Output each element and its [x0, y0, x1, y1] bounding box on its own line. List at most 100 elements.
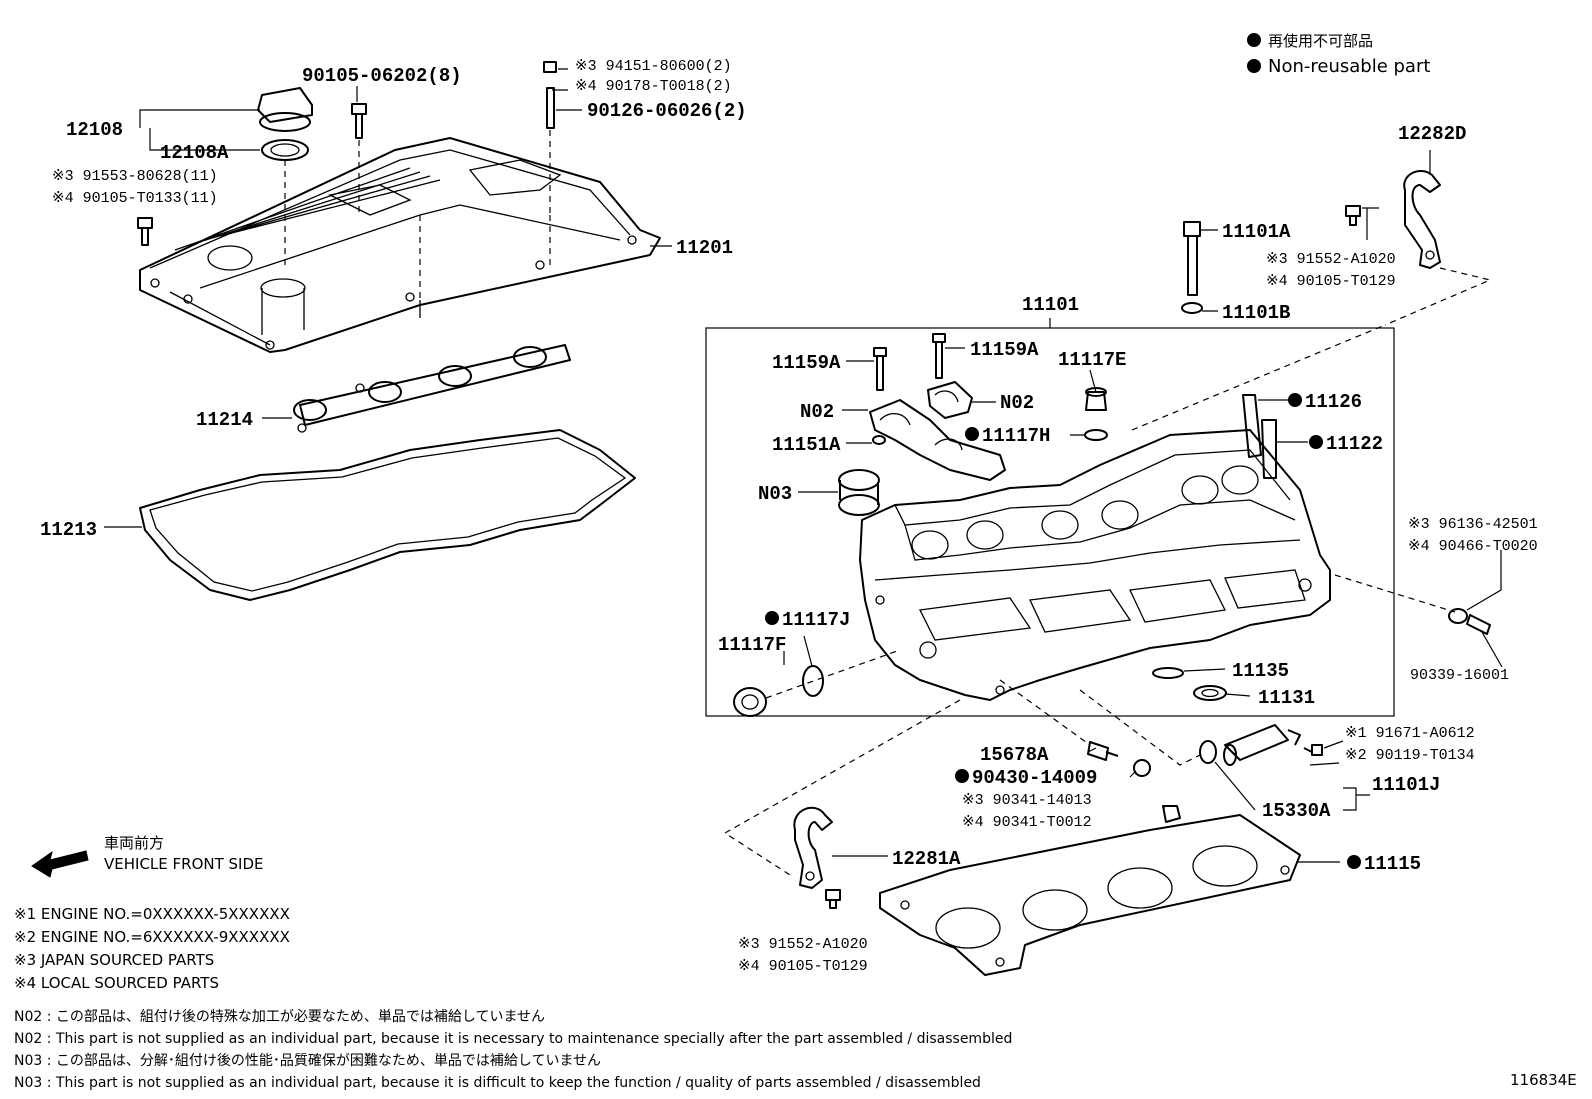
- non-reusable-dot-icon: [1288, 393, 1302, 407]
- seal-11135: [1152, 667, 1184, 679]
- head-cover-gasket-11213: [139, 429, 636, 601]
- label-11117F: 11117F: [718, 634, 786, 656]
- footnote-n03-en: N03 : This part is not supplied as an in…: [14, 1075, 981, 1091]
- part-labels: 90105-06202(8) ※3 94151-80600(2) ※4 9017…: [40, 58, 1538, 975]
- valve-lifter-N03: [838, 469, 880, 516]
- plug-tube-gasket-11214: [293, 344, 571, 433]
- hanger-bolt-91552-bottom: [825, 889, 841, 909]
- engine-hanger-12281A: [793, 806, 833, 889]
- footnote-n03-jp: N03 : この部品は、分解･組付け後の性能･品質確保が困難なため、単品では補給…: [14, 1053, 601, 1069]
- label-90339-16001: 90339-16001: [1410, 667, 1509, 684]
- label-N02-left: N02: [800, 401, 834, 423]
- cap-bolt-11159A-right: [932, 333, 946, 379]
- label-11151A: 11151A: [772, 434, 841, 456]
- label-90105-T0129-top: ※4 90105-T0129: [1266, 273, 1396, 290]
- label-11117J: 11117J: [782, 609, 850, 631]
- ocv-bolt-91671: [1303, 744, 1323, 756]
- camshaft-bearing-cap-right: [927, 381, 973, 419]
- label-12281A: 12281A: [892, 848, 961, 870]
- non-reusable-dot-icon: [1247, 59, 1261, 73]
- label-11117E: 11117E: [1058, 349, 1126, 371]
- label-91552-A1020-bottom: ※3 91552-A1020: [738, 936, 868, 953]
- gasket-11117H: [1084, 429, 1108, 441]
- label-90126-06026: 90126-06026(2): [587, 100, 747, 122]
- plug-90339: [1466, 614, 1491, 635]
- label-90430-14009: 90430-14009: [972, 767, 1097, 789]
- label-12108: 12108: [66, 119, 123, 141]
- label-11126: 11126: [1305, 391, 1362, 413]
- label-12108A: 12108A: [160, 142, 229, 164]
- clip-96136: [1448, 608, 1468, 624]
- label-90119-T0134: ※2 90119-T0134: [1345, 747, 1475, 764]
- stud-90126: [543, 61, 557, 129]
- note-4: ※4 LOCAL SOURCED PARTS: [14, 974, 219, 992]
- label-11213: 11213: [40, 519, 97, 541]
- note-1: ※1 ENGINE NO.=0XXXXXX-5XXXXXX: [14, 905, 290, 923]
- label-90105-T0133: ※4 90105-T0133(11): [52, 190, 218, 207]
- non-reusable-dot-icon: [965, 427, 979, 441]
- label-11135: 11135: [1232, 660, 1289, 682]
- cylinder-head-gasket-11115: [879, 814, 1301, 976]
- legend-non-reusable-jp: 再使用不可部品: [1268, 32, 1373, 50]
- non-reusable-dot-icon: [1309, 435, 1323, 449]
- label-11101J: 11101J: [1372, 774, 1440, 796]
- valve-guide-11126: [1242, 394, 1262, 458]
- label-11131: 11131: [1258, 687, 1315, 709]
- footnote-n02-jp: N02 : この部品は、組付け後の特殊な加工が必要なため、単品では補給していませ…: [14, 1009, 545, 1025]
- label-90341-T0012: ※4 90341-T0012: [962, 814, 1092, 831]
- non-reusable-dot-icon: [955, 769, 969, 783]
- leader-lines: [104, 68, 1503, 863]
- gasket-90430: [1133, 759, 1151, 777]
- oil-control-valve-11101J: [1223, 724, 1301, 766]
- note-2: ※2 ENGINE NO.=6XXXXXX-9XXXXXX: [14, 928, 290, 946]
- note-3: ※3 JAPAN SOURCED PARTS: [14, 951, 214, 969]
- label-11159A-right: 11159A: [970, 339, 1039, 361]
- camshaft-bearing-cap-left: [869, 399, 1006, 481]
- oil-filler-cap-12108: [257, 87, 313, 161]
- non-reusable-dot-icon: [1347, 855, 1361, 869]
- label-11117H: 11117H: [982, 425, 1050, 447]
- cap-bolt-11159A-left: [873, 347, 887, 391]
- label-11115: 11115: [1364, 853, 1421, 875]
- label-91552-A1020-top: ※3 91552-A1020: [1266, 251, 1396, 268]
- gasket-11117J: [802, 665, 824, 697]
- label-11101A: 11101A: [1222, 221, 1291, 243]
- label-91553-80628: ※3 91553-80628(11): [52, 168, 218, 185]
- label-90466-T0020: ※4 90466-T0020: [1408, 538, 1538, 555]
- seal-11131: [1193, 685, 1227, 701]
- footnotes: N02 : この部品は、組付け後の特殊な加工が必要なため、単品では補給していませ…: [14, 1009, 1012, 1091]
- bolt-91553: [137, 217, 153, 246]
- label-15678A: 15678A: [980, 744, 1049, 766]
- vehicle-front-jp: 車両前方: [104, 834, 164, 852]
- label-N02-right: N02: [1000, 392, 1034, 414]
- hanger-bolt-91552-top: [1345, 205, 1361, 226]
- label-96136-42501: ※3 96136-42501: [1408, 516, 1538, 533]
- label-11201: 11201: [676, 237, 733, 259]
- head-bolt-11101A: [1181, 221, 1203, 314]
- label-11214: 11214: [196, 409, 253, 431]
- label-15330A: 15330A: [1262, 800, 1331, 822]
- valve-guide-11122: [1261, 419, 1277, 479]
- label-N03: N03: [758, 483, 792, 505]
- label-11101: 11101: [1022, 294, 1079, 316]
- arrow-left-icon: [31, 850, 89, 878]
- o-ring-15330A: [1199, 740, 1217, 764]
- label-12282D: 12282D: [1398, 123, 1466, 145]
- label-90105-06202: 90105-06202(8): [302, 65, 462, 87]
- vehicle-front-indicator: 車両前方 VEHICLE FRONT SIDE: [31, 834, 264, 878]
- label-11122: 11122: [1326, 433, 1383, 455]
- non-reusable-dot-icon: [765, 611, 779, 625]
- label-94151-80600: ※3 94151-80600(2): [575, 58, 732, 75]
- non-reusable-dot-icon: [1247, 33, 1261, 47]
- label-90341-14013: ※3 90341-14013: [962, 792, 1092, 809]
- cylinder-head-cover-11201: [139, 137, 661, 353]
- oil-pressure-switch-15678A: [1087, 741, 1119, 761]
- label-91671-A0612: ※1 91671-A0612: [1345, 725, 1475, 742]
- plug-11117F: [733, 687, 767, 717]
- diagram-id: 116834E: [1510, 1071, 1577, 1089]
- vehicle-front-en: VEHICLE FRONT SIDE: [104, 855, 264, 873]
- cylinder-head-body: [859, 429, 1331, 701]
- engine-notes: ※1 ENGINE NO.=0XXXXXX-5XXXXXX ※2 ENGINE …: [14, 905, 290, 992]
- label-90178-T0018: ※4 90178-T0018(2): [575, 78, 732, 95]
